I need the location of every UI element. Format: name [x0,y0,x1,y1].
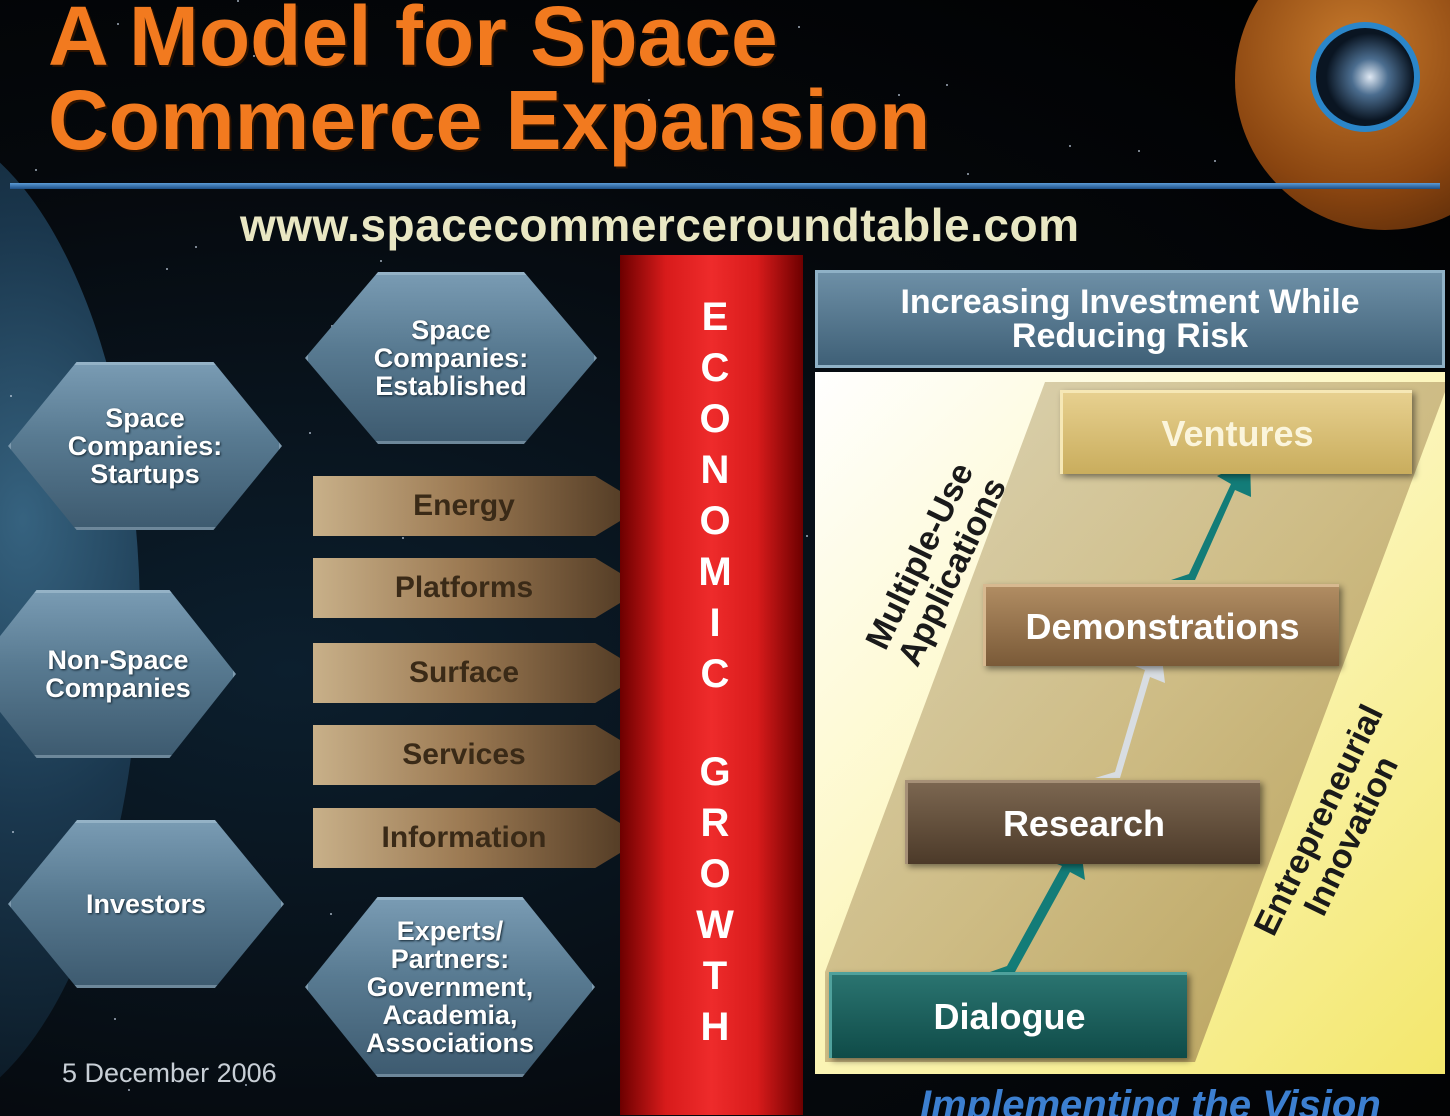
star [648,99,650,101]
title-line-2: Commerce Expansion [48,73,931,167]
arrow-research-to-demos-icon [1095,642,1165,778]
panel-header-line-1: Increasing Investment While [900,283,1360,321]
star [253,55,255,57]
arrow-energy: Energy [313,476,645,536]
star [1138,150,1140,152]
star [798,26,800,28]
star [245,1084,247,1086]
star [580,119,582,121]
star [12,831,14,833]
star [117,23,119,25]
page-title: A Model for Space Commerce Expansion [48,0,930,162]
letter: R [700,801,730,845]
hex-label: Space Companies: Startups [67,403,223,489]
date-label: 5 December 2006 [62,1058,277,1088]
hex-investors: Investors [8,820,284,988]
letter: E [701,295,729,339]
letter: W [696,903,734,947]
logo-icon [1310,22,1420,132]
star [195,246,197,248]
star [330,913,332,915]
hex-experts-partners: Experts/ Partners: Government, Academia,… [305,897,595,1077]
arrow-dialogue-to-research-icon [990,842,1085,972]
star [10,395,12,397]
hex-label: Non-Space Companies [45,645,191,703]
website-url: www.spacecommerceroundtable.com [240,199,1080,251]
star [114,1018,116,1020]
letter: M [698,550,732,594]
star [166,268,168,270]
letter: O [699,499,731,543]
star [898,94,900,96]
investment-panel [815,372,1445,1074]
letter: G [699,750,731,794]
star [331,325,333,327]
arrow-demos-to-ventures-icon [1171,460,1251,580]
star [309,432,311,434]
arrow-label: Services [402,738,526,771]
hex-startup-companies: Space Companies: Startups [8,362,282,530]
star [1214,160,1216,162]
arrow-services: Services [313,725,645,785]
title-divider [10,183,1440,189]
hex-label: Investors [85,889,207,919]
star [237,0,239,2]
letter: N [700,448,730,492]
title-line-1: A Model for Space [48,0,778,83]
panel-header: Increasing Investment While Reducing Ris… [815,270,1445,368]
arrow-label: Surface [408,656,520,689]
letter: C [700,346,730,390]
arrow-surface: Surface [313,643,645,703]
economic-growth-bar [620,255,803,1115]
star [967,173,969,175]
hex-non-space-companies: Non-Space Companies [0,590,236,758]
stage-demonstrations: Demonstrations [983,584,1339,666]
star [128,1089,130,1091]
arrow-information: Information [313,808,645,868]
arrow-label: Information [381,821,547,854]
stage-dialogue: Dialogue [829,972,1187,1058]
letter: O [699,397,731,441]
economic-growth-label: E C O N O M I C G R O W T H [690,292,740,1053]
star [806,535,808,537]
stage-ventures: Ventures [1060,390,1412,474]
letter: H [700,1005,730,1049]
star [711,57,713,59]
letter: T [702,954,728,998]
hex-label: Experts/ Partners: Government, Academia,… [365,916,535,1058]
letter: O [699,852,731,896]
star [242,41,244,43]
star [1069,145,1071,147]
letter: I [709,601,721,645]
star [946,84,948,86]
hex-established-companies: Space Companies: Established [305,272,597,444]
panel-header-line-2: Reducing Risk [1011,317,1249,355]
hex-label: Space Companies: Established [373,315,529,401]
footer-tagline: Implementing the Vision [920,1083,1381,1116]
star [35,169,37,171]
stage-research: Research [905,780,1260,864]
arrow-label: Energy [413,489,515,522]
diagonal-band [825,382,1445,1062]
arrow-platforms: Platforms [313,558,645,618]
star [402,537,404,539]
star [380,260,382,262]
arrow-label: Platforms [394,571,534,604]
letter: C [700,652,730,696]
